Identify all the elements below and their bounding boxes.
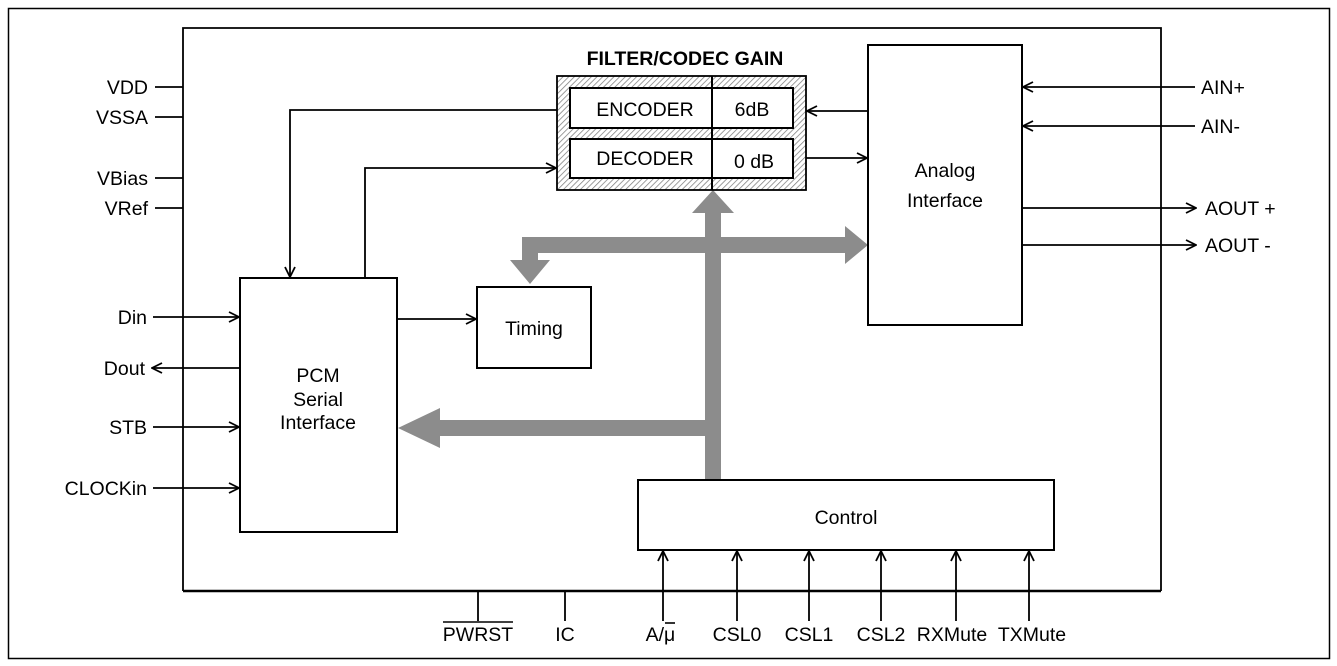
pin-label-csl2: CSL2 — [857, 624, 906, 646]
pcm-serial-interface-block — [239, 277, 398, 533]
control-block — [637, 479, 1055, 551]
pin-label-vbias: VBias — [97, 168, 148, 190]
pin-label-csl1: CSL1 — [785, 624, 834, 646]
pin-label-ain-minus: AIN- — [1201, 116, 1240, 138]
pin-label-pwrst: PWRST — [443, 624, 514, 646]
arrow-encoder-to-pcm — [290, 109, 557, 277]
pin-label-ain-plus: AIN+ — [1201, 77, 1245, 99]
decoder-cell — [569, 138, 794, 179]
pin-label-a-mu-symbol: μ — [664, 624, 675, 646]
chip-outline — [182, 27, 1162, 593]
encoder-label: ENCODER — [596, 99, 694, 121]
figure-border — [7, 7, 1331, 660]
chip-outline-sides — [182, 27, 1162, 591]
pin-label-aout-minus: AOUT - — [1205, 235, 1271, 257]
pin-label-aout-plus: AOUT + — [1205, 198, 1276, 220]
decoder-label: DECODER — [596, 148, 694, 170]
pin-label-rxmute: RXMute — [917, 624, 987, 646]
pin-label-ic: IC — [555, 624, 575, 646]
analog-label-line-1: Analog — [915, 160, 976, 182]
pin-label-csl0: CSL0 — [713, 624, 762, 646]
analog-interface-block — [867, 44, 1023, 326]
encoder-gain: 6dB — [735, 99, 770, 121]
pin-label-clockin: CLOCKin — [65, 478, 147, 500]
decoder-gain: 0 dB — [734, 151, 774, 173]
pin-label-stb: STB — [109, 417, 147, 439]
internal-bus — [398, 190, 868, 481]
bus-vertical-from-control — [692, 190, 734, 481]
analog-label-line-2: Interface — [907, 190, 983, 212]
pin-label-din: Din — [118, 307, 147, 329]
pcm-label-line-2: Serial — [293, 389, 343, 411]
block-labels: FILTER/CODEC GAIN ENCODER 6dB DECODER 0 … — [280, 48, 983, 529]
pin-label-dout: Dout — [104, 358, 146, 380]
signal-paths — [152, 87, 1196, 624]
timing-block — [476, 286, 592, 369]
pcm-label-line-1: PCM — [296, 365, 339, 387]
filter-codec-gain-block — [556, 75, 807, 191]
filter-codec-gain-title: FILTER/CODEC GAIN — [587, 48, 784, 70]
arrow-pcm-to-decoder — [364, 168, 556, 278]
pin-label-vref: VRef — [105, 198, 149, 220]
bus-to-timing-and-analog — [510, 226, 868, 284]
pin-labels: VDD VSSA VBias VRef Din Dout STB CLOCKin… — [65, 77, 1276, 646]
bus-to-pcm — [398, 408, 721, 448]
pin-label-a-mu-prefix: A/ — [646, 624, 665, 646]
pin-label-vssa: VSSA — [96, 107, 148, 129]
pcm-label-line-3: Interface — [280, 412, 356, 434]
blocks — [239, 44, 1055, 551]
pin-label-txmute: TXMute — [998, 624, 1066, 646]
control-label: Control — [815, 507, 878, 529]
encoder-cell — [569, 87, 794, 129]
pin-label-vdd: VDD — [107, 77, 148, 99]
timing-label: Timing — [505, 318, 563, 340]
